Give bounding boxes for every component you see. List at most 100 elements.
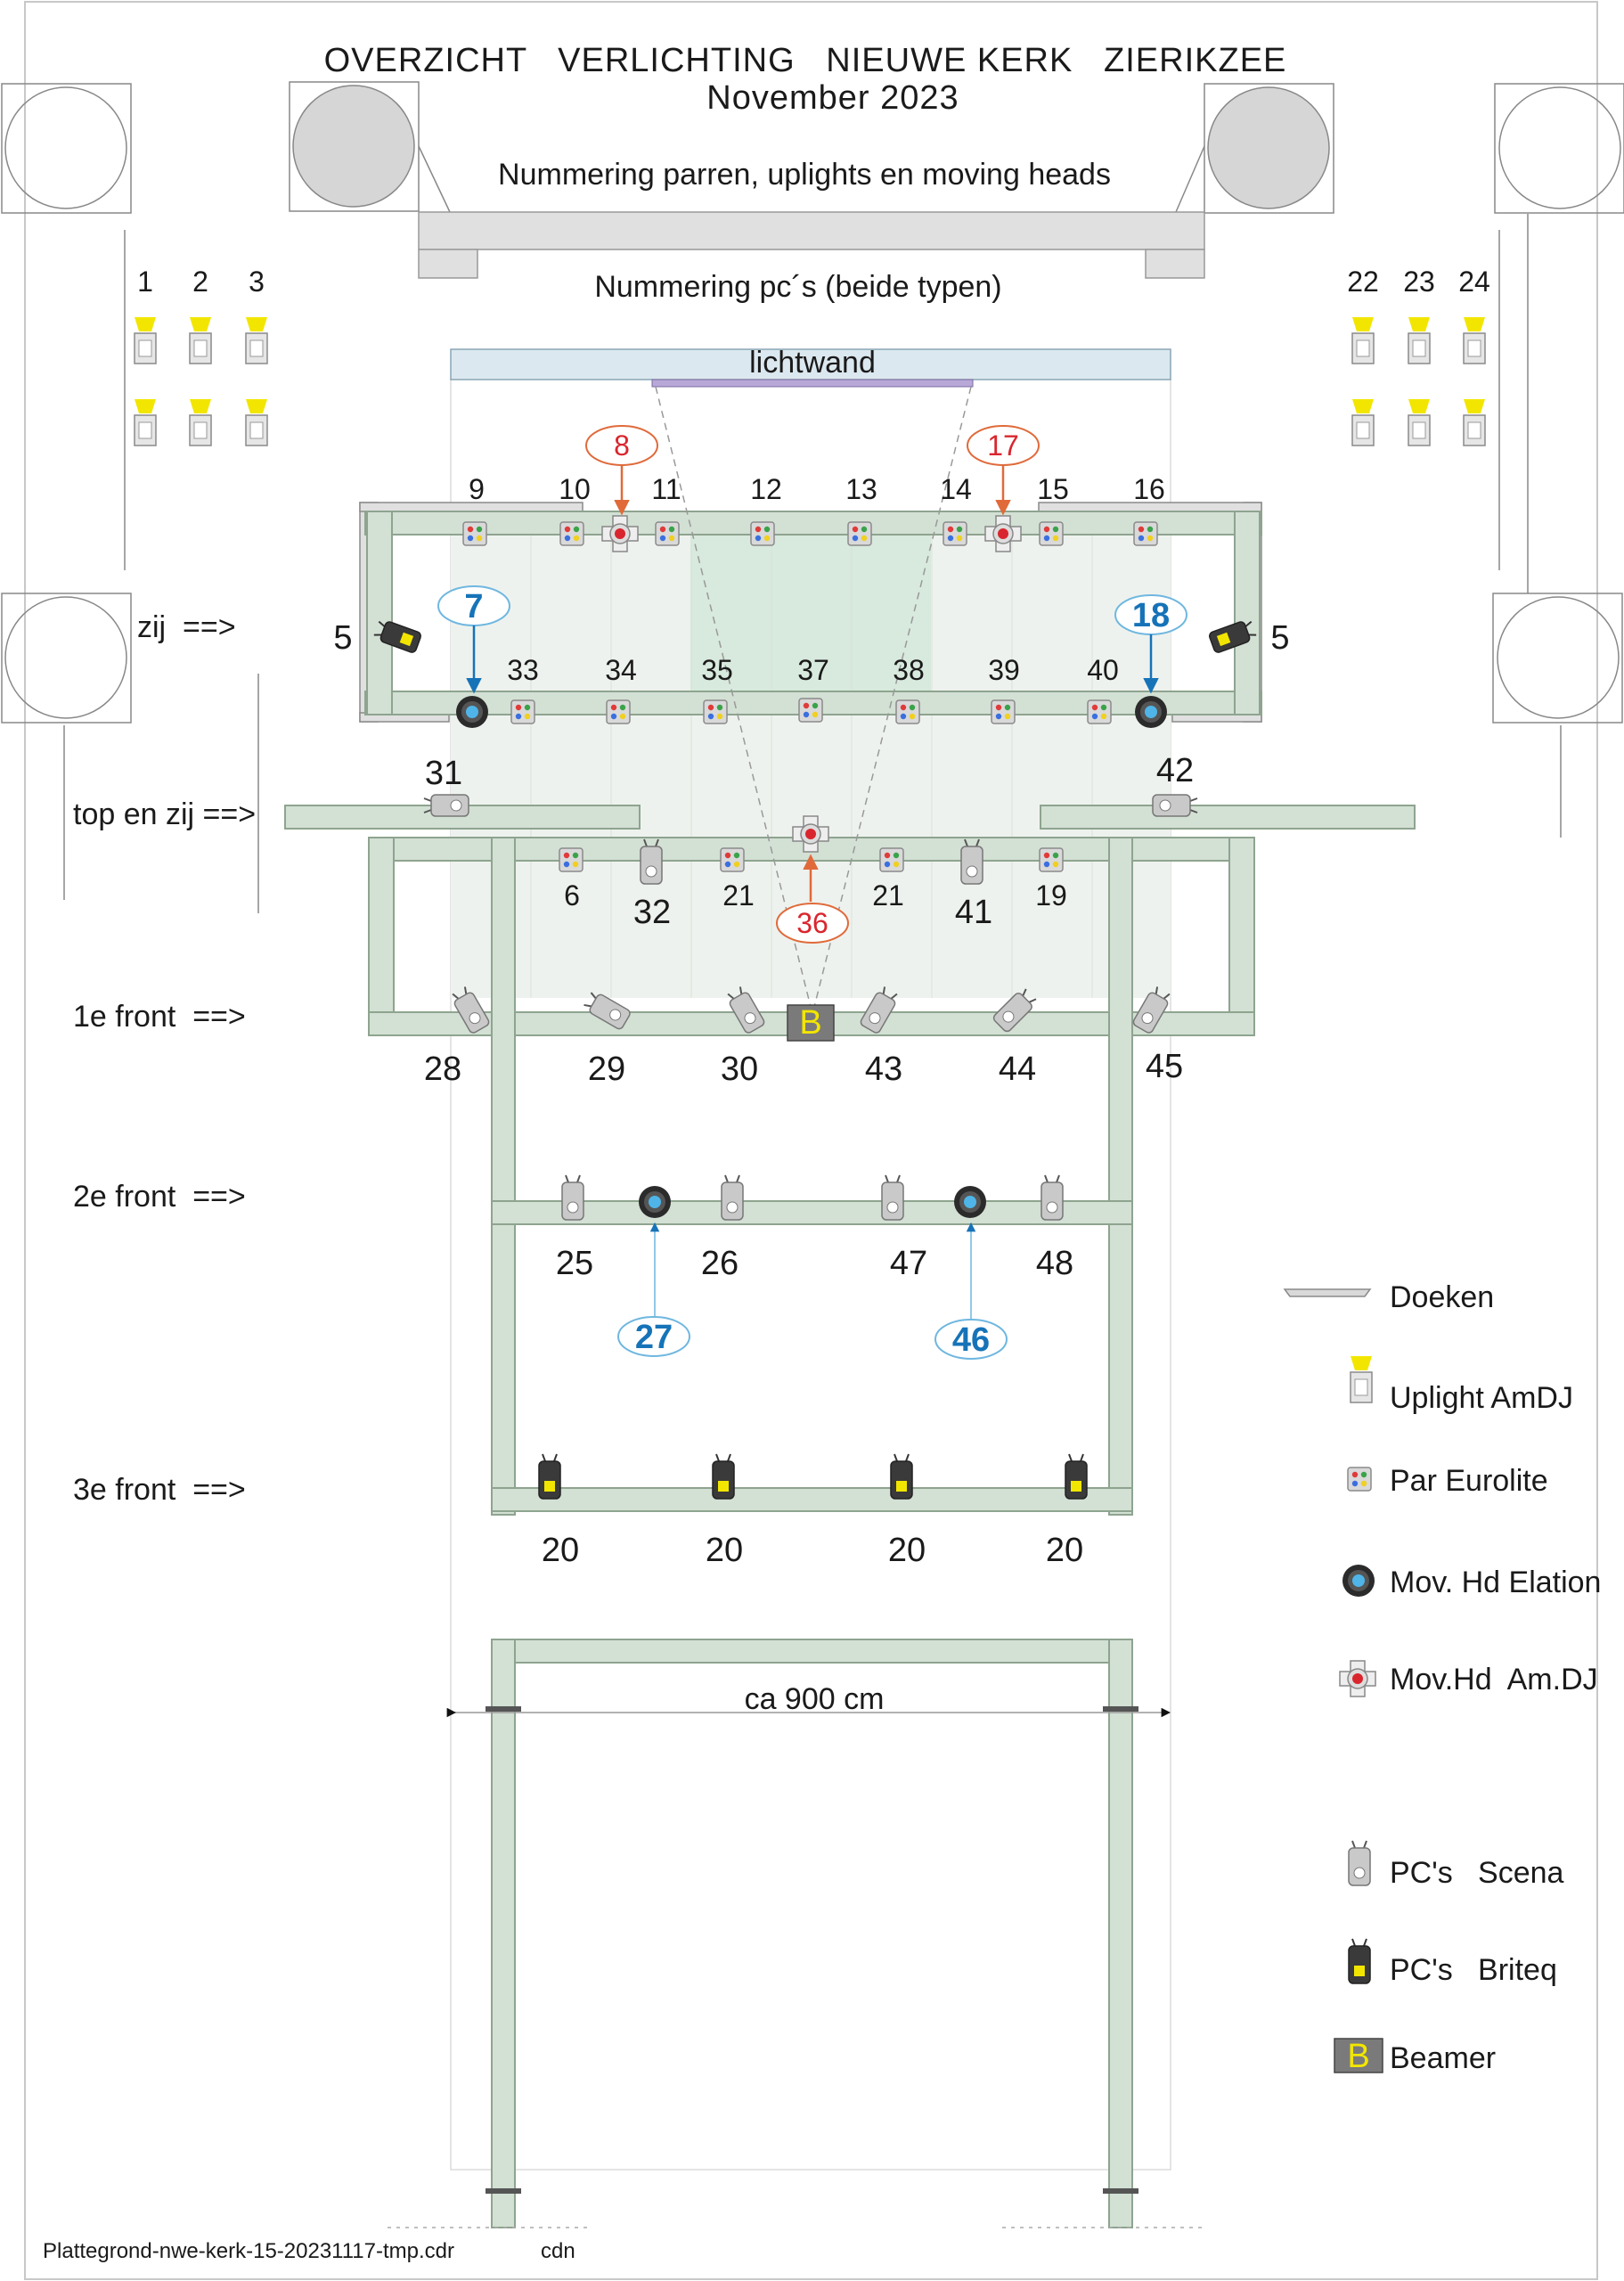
uplight-label: 22: [1347, 266, 1379, 298]
elation-label: 46: [952, 1321, 990, 1359]
par-icon: [895, 699, 920, 724]
beam-lines: [655, 386, 972, 1008]
par-label: 14: [940, 473, 972, 505]
elation-movinghead-icon: [639, 1186, 671, 1218]
briteq-icon: [1065, 1453, 1088, 1500]
pillars: [1, 81, 1624, 913]
scena-icon: [1041, 1174, 1064, 1221]
front1-label: 30: [721, 1051, 758, 1088]
uplight-label: 23: [1403, 266, 1435, 298]
par-icon: [991, 699, 1016, 724]
uplight-icon: [1463, 316, 1486, 364]
beamer-letter: B: [799, 1004, 821, 1042]
par-icon: [606, 699, 631, 724]
beamer-icon: [787, 1004, 835, 1042]
front2-label: 47: [890, 1245, 927, 1282]
amdj-label: 8: [614, 429, 630, 462]
side-scena: 31 42: [423, 752, 1198, 817]
par-label: 38: [893, 654, 925, 686]
par-label: 11: [651, 473, 681, 505]
scena-icon: [960, 838, 983, 885]
par-label: 16: [1133, 473, 1165, 505]
par-label: 37: [797, 654, 829, 686]
long-truss: [486, 837, 1138, 2228]
scena-icon: [423, 794, 469, 817]
par-label: 39: [988, 654, 1020, 686]
scena-icon: [640, 838, 663, 885]
scena-icon: [721, 1174, 744, 1221]
screen-strip: [651, 379, 974, 388]
uplight-icon: [245, 398, 268, 446]
legend-amdj: Mov.Hd Am.DJ: [1390, 1663, 1598, 1696]
scena-label: 31: [425, 755, 462, 792]
elation-label: 27: [635, 1319, 673, 1356]
briteq-label: 5: [333, 619, 352, 657]
uplight-icon: [1350, 1355, 1373, 1403]
par-icon: [798, 698, 823, 723]
front2-label: 48: [1036, 1245, 1073, 1282]
par-label: 33: [507, 654, 539, 686]
uplight-icon: [1351, 316, 1375, 364]
legend-beamer: Beamer: [1390, 2041, 1496, 2075]
par-icon: [720, 847, 745, 872]
legend-uplight: Uplight AmDJ: [1390, 1381, 1573, 1415]
uplight-icon: [1463, 398, 1486, 446]
par-label: 6: [564, 879, 580, 912]
par-label: 21: [722, 879, 755, 912]
front3-label: 20: [542, 1532, 579, 1569]
front1-label: 43: [865, 1051, 902, 1088]
elation-movinghead-icon: [954, 1186, 986, 1218]
scena-label: 41: [955, 894, 992, 931]
briteq-icon: [890, 1453, 913, 1500]
briteq-icon: [712, 1453, 735, 1500]
front1-row: B 28 29 30 43 44 45: [424, 984, 1183, 1088]
briteq-label: 5: [1270, 619, 1289, 657]
front1-label: 29: [588, 1051, 625, 1088]
lichtwand-label: lichtwand: [749, 346, 876, 380]
uplight-icon: [189, 398, 212, 446]
uplight-icon: [134, 316, 157, 364]
par-label: 12: [750, 473, 782, 505]
uplight-icon: [1351, 398, 1375, 446]
elation-top-labels: 7 18: [437, 585, 1187, 694]
scena-label: 32: [633, 894, 671, 931]
front2-row: 25 26 47 48 27 46: [556, 1174, 1073, 1360]
par-icon: [879, 847, 904, 872]
scena-icon: [881, 1174, 904, 1221]
front3-label: 20: [1046, 1532, 1083, 1569]
front2-label: 26: [701, 1245, 739, 1282]
page-title: OVERZICHT VERLICHTING NIEUWE KERK ZIERIK…: [324, 42, 1287, 79]
legend-elation: Mov. Hd Elation: [1390, 1566, 1601, 1599]
uplight-icon: [1408, 316, 1431, 364]
front1-label: 45: [1146, 1048, 1183, 1085]
par-icon: [1087, 699, 1112, 724]
beam-zone: [690, 521, 931, 695]
elation-label: 18: [1132, 597, 1170, 634]
uplight-icon: [245, 316, 268, 364]
mid-par-row: 33 34 35 37 38 39 40: [456, 654, 1167, 728]
scena-label: 42: [1156, 752, 1194, 789]
footer-author: cdn: [541, 2239, 575, 2263]
briteq-icon: [1348, 1938, 1371, 1984]
par-icon: [1039, 847, 1064, 872]
par-icon: [559, 521, 584, 546]
uplight-label: 2: [192, 266, 208, 298]
front1-label: 44: [999, 1051, 1036, 1088]
par-icon: [655, 521, 680, 546]
par-icon: [559, 847, 583, 872]
elation-movinghead-icon: [1135, 696, 1167, 728]
dimension-label: ca 900 cm: [745, 1682, 885, 1716]
doeken-icon: [1283, 1288, 1372, 1297]
row-label-front2: 2e front ==>: [73, 1180, 246, 1214]
beamer-icon: [1334, 2038, 1383, 2073]
page-subtitle: November 2023: [706, 79, 959, 117]
elation-movinghead-icon: [1342, 1565, 1375, 1597]
side-briteq: 5 5: [333, 617, 1290, 657]
par-label: 13: [845, 473, 877, 505]
briteq-icon: [538, 1453, 561, 1500]
scena-icon: [561, 1174, 584, 1221]
uplight-label: 3: [249, 266, 265, 298]
lichtwand-bar: [450, 348, 1171, 380]
amdj-label: 17: [987, 429, 1019, 462]
